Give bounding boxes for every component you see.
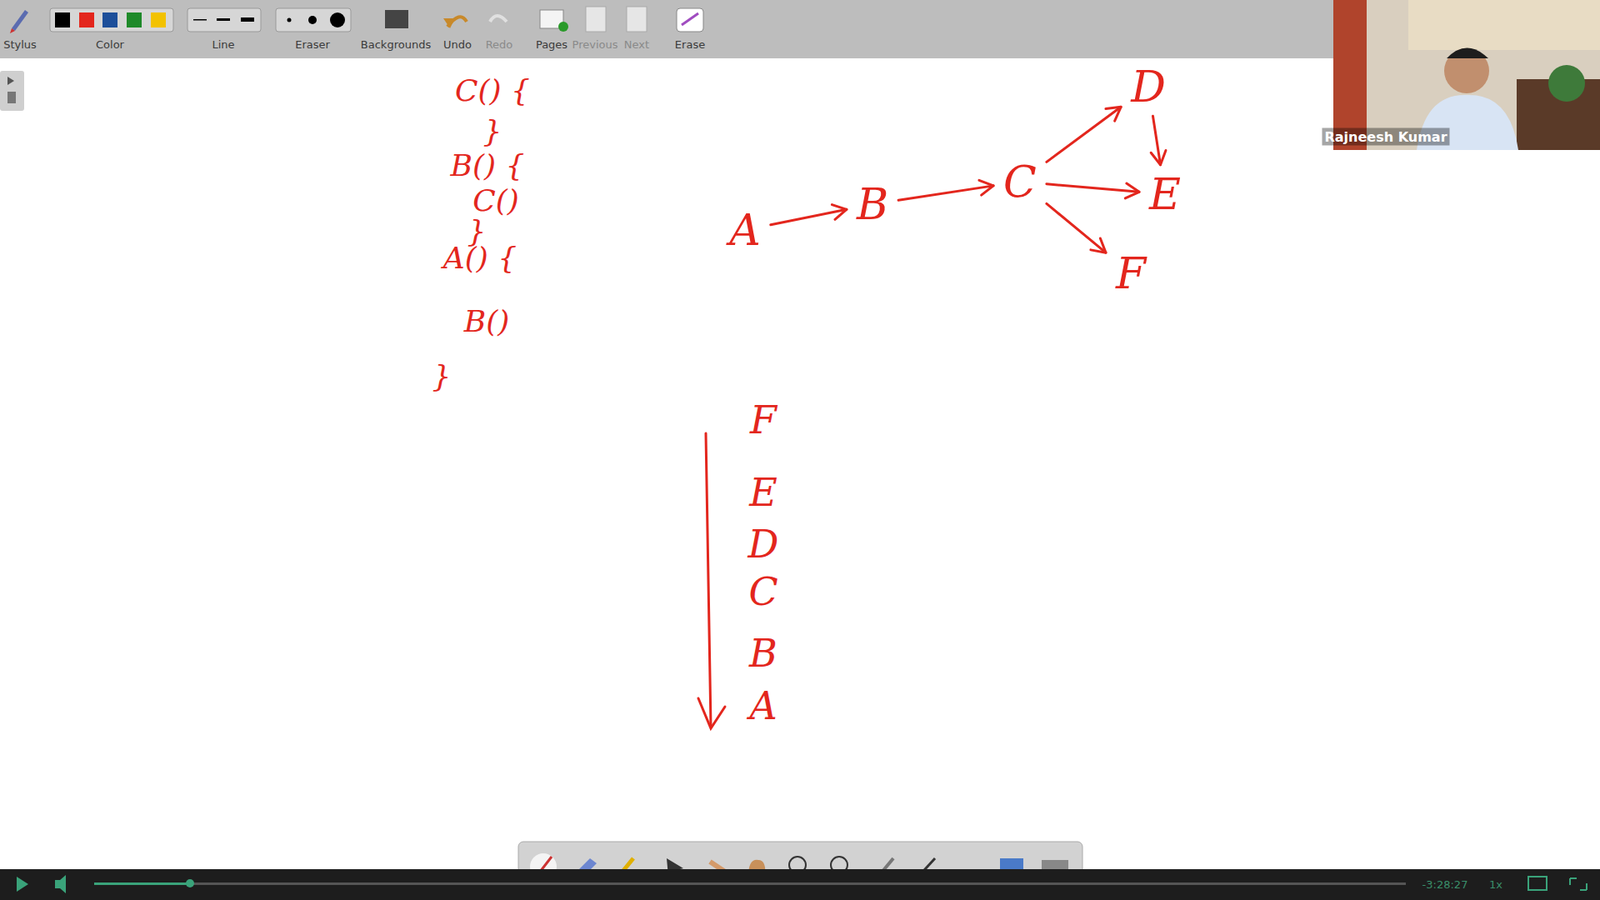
node-letter: F [1115,250,1146,297]
code-text: } [432,359,452,394]
call-arrow [770,205,847,225]
toolbar-label: Stylus [3,38,37,51]
player-time: -3:28:27 [1422,878,1469,891]
stack-frame: A [749,683,777,729]
toolbar-label: Backgrounds [360,38,431,51]
call-arrow [1046,203,1106,253]
call-arrow [898,180,994,200]
node-letter: C [1003,159,1037,205]
graph-node: D [1125,62,1171,112]
code-text: B() [464,304,510,339]
stack-arrow [698,433,725,729]
toolbar-label: Next [624,38,650,51]
top-toolbar [0,0,1334,59]
graph-node: A [724,205,766,255]
toolbar-label: Eraser [295,38,330,51]
graph-node: E [1144,170,1186,220]
toolbar-label: Pages [535,38,568,51]
player-time: 1x [1489,878,1503,891]
stack-frame: D [748,521,780,567]
presenter-name: Rajneesh Kumar [1321,128,1450,146]
node-letter: E [1149,171,1181,218]
code-text: C() { [455,73,530,108]
graph-node: F [1110,249,1151,299]
node-letter: D [1130,64,1166,110]
code-text: } [483,114,503,149]
code-text: A() { [443,240,517,275]
call-arrow [1046,106,1121,162]
graph-node: B [851,180,894,230]
call-arrow [1046,183,1140,199]
toolbar-label: Line [211,38,235,51]
toolbar-label: Undo [443,38,472,51]
node-letter: A [729,207,761,254]
graph-node: C [998,157,1042,207]
node-letter: B [856,181,889,228]
stack-frame: B [749,630,778,676]
stack-frame: E [749,470,778,515]
toolbar-label: Previous [572,38,619,51]
stack-frame: F [750,397,777,443]
toolbar-label: Color [95,38,125,51]
toolbar-label: Erase [675,38,705,51]
stack-frame: C [748,569,778,615]
player-bar [0,869,1600,900]
call-arrow [1150,115,1166,165]
code-text: B() { [450,148,525,183]
code-text: C() [472,183,520,218]
toolbar-label: Redo [485,38,514,51]
stylus-icon [10,10,29,34]
